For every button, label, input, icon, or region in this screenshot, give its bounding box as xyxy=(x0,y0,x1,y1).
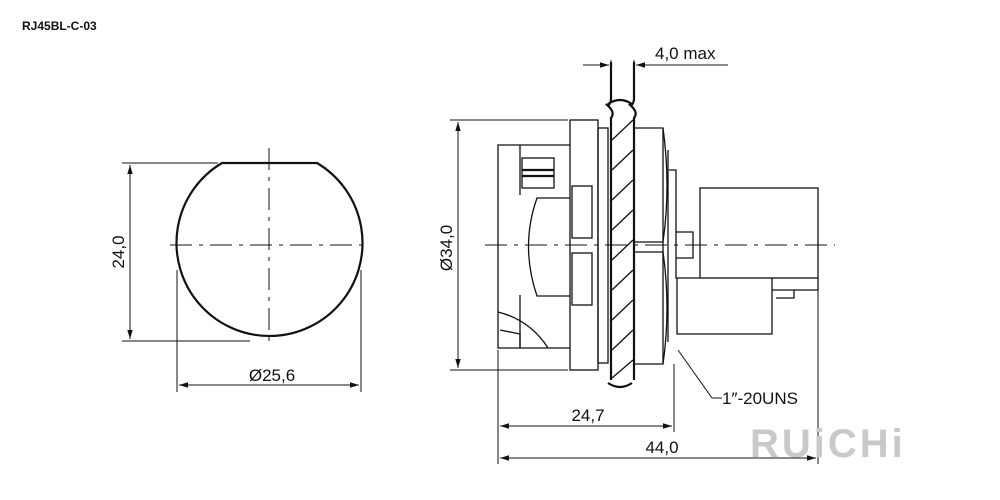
dim-depth: 24,7 xyxy=(571,406,604,425)
part-title: RJ45BL-C-03 xyxy=(22,19,97,33)
dim-front-diameter: Ø25,6 xyxy=(249,366,295,385)
front-view: 24,0 Ø25,6 xyxy=(109,148,370,392)
side-view: 1″-20UNS 4,0 max Ø34,0 24,7 44,0 xyxy=(437,44,835,464)
dim-panel-thickness: 4,0 max xyxy=(655,44,716,63)
dim-flange-diameter: Ø34,0 xyxy=(437,225,456,271)
dim-overall-length: 44,0 xyxy=(645,438,678,457)
front-outline xyxy=(175,161,364,337)
panel-section xyxy=(605,62,637,389)
brand-logo: RUiCHi xyxy=(750,422,906,466)
dim-front-height: 24,0 xyxy=(109,235,128,268)
thread-spec: 1″-20UNS xyxy=(722,389,798,408)
